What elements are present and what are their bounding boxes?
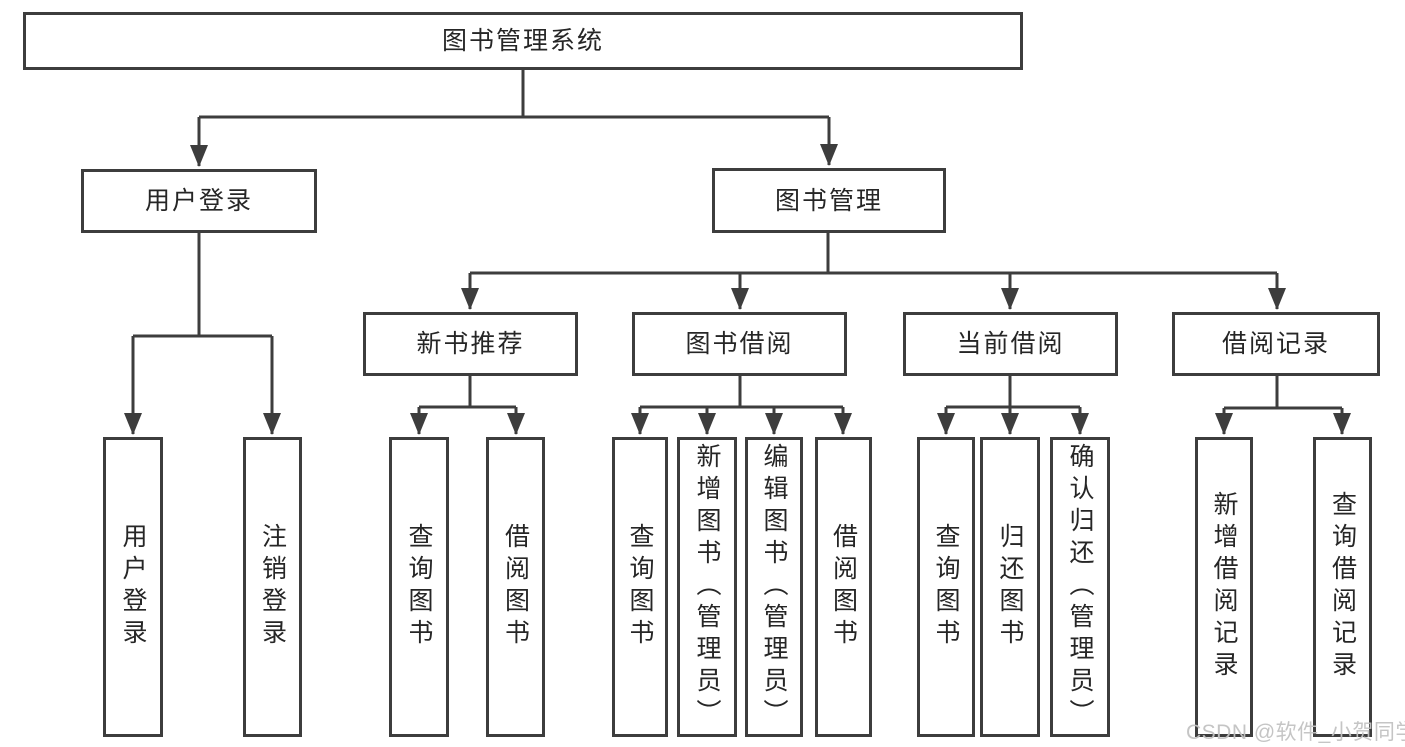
node-recommend-query-book: 查询图书: [389, 437, 449, 737]
node-book-management: 图书管理: [712, 168, 946, 233]
node-logout-action: 注销登录: [243, 437, 302, 737]
node-library-management-system: 图书管理系统: [23, 12, 1023, 70]
node-user-login: 用户登录: [81, 169, 317, 233]
node-borrowing-borrow-book: 借阅图书: [815, 437, 872, 737]
node-recommend-borrow-book: 借阅图书: [486, 437, 545, 737]
node-current-borrowing: 当前借阅: [903, 312, 1118, 376]
node-user-login-action: 用户登录: [103, 437, 163, 737]
node-current-query-book: 查询图书: [917, 437, 975, 737]
node-borrowing-records: 借阅记录: [1172, 312, 1380, 376]
node-borrowing-add-book-admin: 新增图书（管理员）: [677, 437, 737, 737]
node-new-book-recommend: 新书推荐: [363, 312, 578, 376]
node-records-query-borrow-record: 查询借阅记录: [1313, 437, 1372, 737]
node-records-add-borrow-record: 新增借阅记录: [1195, 437, 1253, 737]
node-borrowing-query-book: 查询图书: [612, 437, 668, 737]
csdn-watermark: CSDN @软件_小贺同学: [1186, 721, 1405, 744]
node-borrowing-edit-book-admin: 编辑图书（管理员）: [745, 437, 803, 737]
node-current-confirm-return-admin: 确认归还（管理员）: [1050, 437, 1110, 737]
node-current-return-book: 归还图书: [980, 437, 1040, 737]
node-book-borrowing: 图书借阅: [632, 312, 847, 376]
